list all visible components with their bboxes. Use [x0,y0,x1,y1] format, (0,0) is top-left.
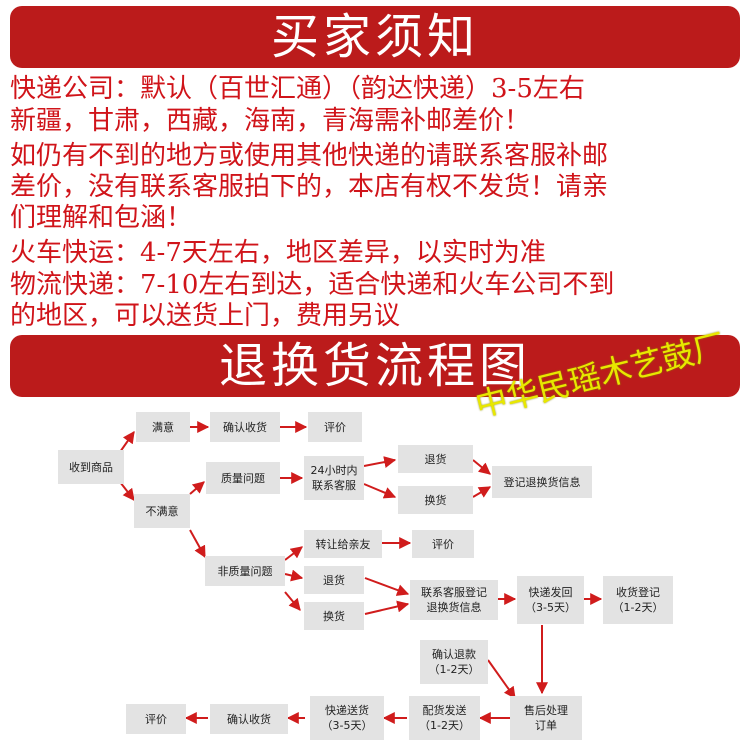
flow-express: 快递送货 （3-5天） [310,696,384,740]
flow-confirm-receipt-bottom: 确认收货 [210,704,288,734]
return-flow-title: 退换货流程图 [218,338,531,394]
notice-line: 新疆，甘肃，西藏，海南，青海需补邮差价！ [10,106,531,136]
arrow [363,483,397,499]
flow-register-info: 登记退换货信息 [492,466,592,498]
arrow [472,459,491,475]
flow-after-sales: 售后处理 订单 [510,696,582,740]
notice-line: 差价，没有联系客服拍下的，本店有权不发货！请亲 [10,172,609,202]
flow-unsatisfied: 不满意 [134,494,190,528]
notice-line: 如仍有不到的地方或使用其他快递的请联系客服补邮 [10,141,609,171]
flow-quality-issue: 质量问题 [206,462,280,494]
flow-return-top: 退货 [398,445,473,473]
flow-received: 收到商品 [58,450,124,484]
arrow [119,481,135,501]
flow-return-mid: 退货 [304,566,364,594]
notice-line: 火车快运：4-7天左右，地区差异，以实时为准 [10,238,546,268]
arrow [284,546,303,561]
buyer-notice-title: 买家须知 [270,9,479,65]
flow-review-mid: 评价 [412,530,474,558]
arrow [284,569,304,582]
arrow [119,431,135,453]
flow-deliver: 配货发送 （1-2天） [409,696,480,740]
notice-line: 物流快递：7-10左右到达，适合快递和火车公司不到 [10,270,615,300]
arrow [363,456,397,468]
flow-confirm-refund: 确认退款 （1-2天） [420,640,488,684]
flow-satisfied: 满意 [136,412,190,442]
return-flow-banner: 退换货流程图 [10,335,740,397]
flow-contact-cs-register: 联系客服登记 退换货信息 [410,580,498,620]
notice-line: 快递公司：默认（百世汇通）（韵达快递）3-5左右 [10,74,585,104]
flow-ship-back: 快递发回 （3-5天） [517,576,584,624]
flow-review-top: 评价 [308,412,362,442]
arrow [472,486,492,498]
arrow [487,659,516,699]
arrow [189,529,206,559]
flow-contact-cs-24h: 24小时内 联系客服 [304,456,364,500]
notice-line: 们理解和包涵！ [10,203,193,233]
flow-receipt-register: 收货登记 （1-2天） [603,576,673,624]
flow-exchange-top: 换货 [398,486,473,514]
flow-confirm-receipt-top: 确认收货 [210,412,280,442]
arrow [364,577,410,596]
arrow [284,591,301,611]
notice-line: 的地区，可以送货上门，费用另议 [10,301,401,331]
flow-non-quality-issue: 非质量问题 [205,556,285,586]
flow-exchange-mid: 换货 [304,602,364,630]
buyer-notice-banner: 买家须知 [10,6,740,68]
arrow [189,481,205,495]
flow-transfer: 转让给亲友 [304,530,382,558]
arrow [364,600,410,615]
flow-review-bottom: 评价 [126,704,186,734]
